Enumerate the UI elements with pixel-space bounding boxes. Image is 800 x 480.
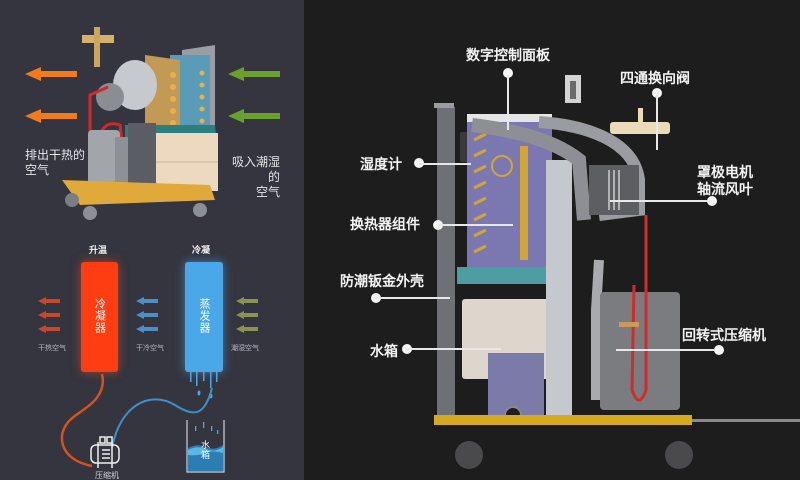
callout-shell: 防潮钣金外壳 [340, 274, 424, 290]
left-panel: 排出干热的 空气 吸入潮湿的 空气 升温 冷凝 冷凝器 蒸发器 干热空气 干冷空… [0, 0, 304, 480]
callout-hygrometer: 湿度计 [360, 157, 402, 173]
callout-dot-compressor [714, 345, 724, 355]
water-tank-label: 水箱 [199, 440, 209, 460]
humid-air-in-arrow [228, 66, 283, 85]
callout-line-water-tank [407, 348, 501, 350]
condensing-heading: 冷凝 [192, 246, 211, 256]
dry-cold-air-label: 干冷空气 [136, 344, 164, 352]
callout-compressor: 回转式压缩机 [682, 328, 766, 344]
callout-fan-motor: 罩极电机 轴流风叶 [697, 165, 753, 198]
callout-dot-fan-motor [707, 196, 717, 206]
dehumidifier-cutaway-illustration [424, 70, 800, 480]
callout-control-panel: 数字控制面板 [466, 48, 550, 64]
callout-line-fan-motor [610, 200, 708, 202]
callout-line-heat-exchanger [438, 224, 513, 226]
humid-air-label: 潮湿空气 [231, 344, 259, 352]
exhaust-air-label: 排出干热的 空气 [25, 148, 86, 177]
callout-line-control-panel [507, 75, 509, 130]
right-panel: 数字控制面板 四通换向阀 湿度计 罩极电机 轴流风叶 换热器组件 防潮钣金外壳 … [304, 0, 800, 480]
evaporator-label: 蒸发器 [198, 298, 211, 334]
dry-hot-air-label: 干热空气 [38, 344, 66, 352]
callout-line-compressor [616, 349, 714, 351]
dry-cold-air-arrows [136, 297, 160, 341]
callout-line-hygrometer [419, 163, 471, 165]
dehumidifier-3d-illustration [60, 25, 220, 220]
callout-heat-exchanger: 换热器组件 [350, 217, 420, 233]
compressor-icon [90, 436, 120, 468]
callout-four-way-valve: 四通换向阀 [620, 71, 690, 87]
hot-air-out-arrow [25, 108, 80, 127]
evaporator-block: 蒸发器 [185, 262, 223, 372]
condenser-label: 冷凝器 [93, 298, 107, 334]
callout-line-shell [376, 297, 450, 299]
refrigerant-loop [0, 360, 304, 480]
heating-heading: 升温 [89, 246, 108, 256]
condenser-block: 冷凝器 [81, 262, 118, 372]
intake-air-label: 吸入潮湿的 空气 [231, 155, 280, 199]
water-tank-icon [186, 420, 225, 473]
callout-line-four-way-valve [656, 95, 658, 150]
hot-air-out-arrow [25, 66, 80, 85]
dry-hot-air-arrows [38, 297, 62, 341]
humid-air-arrows [236, 297, 260, 341]
compressor-label: 压缩机 [95, 471, 119, 480]
callout-water-tank: 水箱 [370, 344, 398, 360]
callout-dot-control-panel [503, 68, 513, 78]
humid-air-in-arrow [228, 108, 283, 127]
callout-dot-four-way-valve [652, 88, 662, 98]
